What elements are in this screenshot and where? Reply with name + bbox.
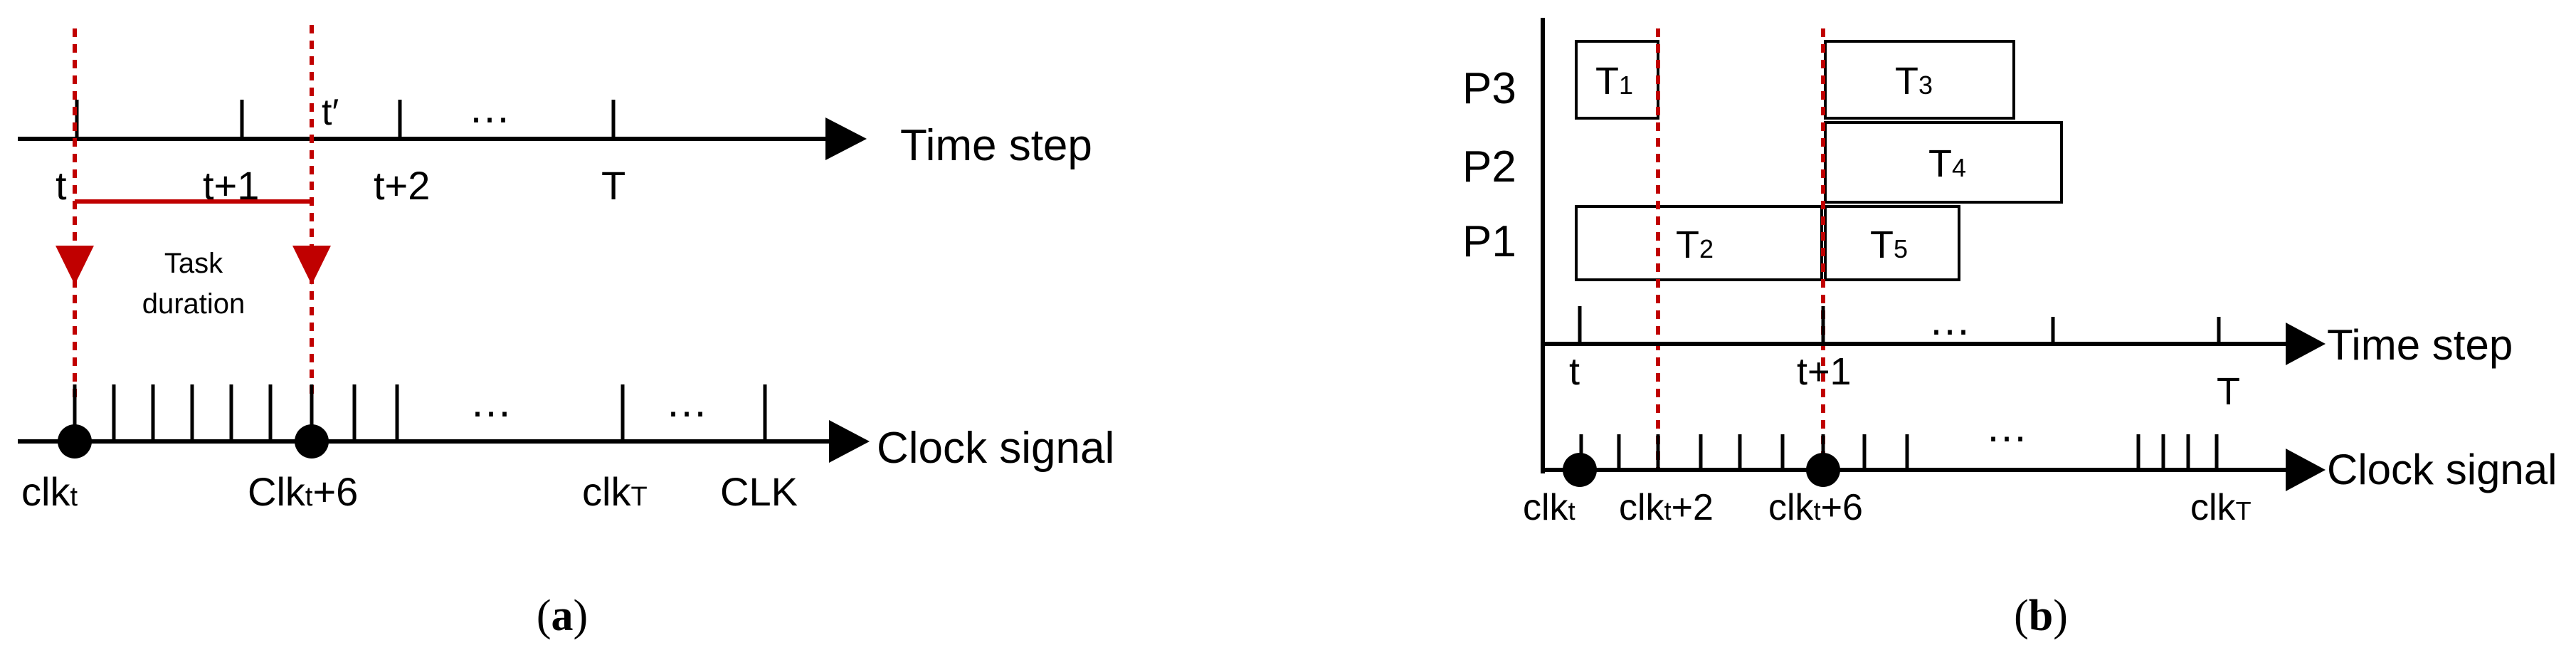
clock-ellipsis-a-1: … [470,378,512,426]
svg-text:T3: T3 [1895,60,1933,103]
clock-ellipsis-b: … [1985,403,2028,451]
task-duration-arrow-start [56,246,94,285]
task-duration-label-line2: duration [142,288,246,320]
clock-label-clk-t: clkt [21,469,78,514]
task-box-t1: T1 [1575,40,1659,120]
clock-ellipsis-a-2: … [665,378,708,426]
clock-label-CLK: CLK [720,469,798,514]
clock-label-clk-T: clkT [582,469,648,514]
time-tick-label-T-b: T [2217,370,2240,413]
clock-dot-end-a [295,424,329,459]
svg-text:T4: T4 [1928,142,1966,185]
clock-label-clk-t6-b: clkt+6 [1768,487,1863,528]
clock-ticks-b [1579,434,2219,470]
clock-axis-a-arrowhead [829,420,870,463]
clock-label-clk-T-b: clkT [2190,487,2252,528]
time-axis-a-arrowhead [825,117,867,160]
clock-dot-start-b [1563,453,1597,487]
caption-a: (a) [537,592,588,640]
time-tick-label-t1-b: t+1 [1797,350,1852,393]
task-box-t5: T5 [1824,205,1960,281]
task-duration-label-line1: Task [164,248,223,279]
clock-axis-b-arrowhead [2286,449,2326,491]
clock-label-clk-t6: Clkt+6 [248,469,358,514]
clock-dot-t6-b [1806,453,1840,487]
time-ellipsis-b: … [1928,296,1971,344]
clock-label-clk-t2-b: clkt+2 [1619,487,1714,528]
time-tick-label-t: t [56,163,67,208]
task-box-t4: T4 [1824,121,2063,204]
time-tick-label-T: T [601,163,625,208]
svg-text:T5: T5 [1870,224,1908,266]
clock-axis-b-label: Clock signal [2327,446,2557,493]
task-duration-arrow-end [292,246,331,285]
processor-label-p3: P3 [1462,64,1516,113]
caption-b: (b) [2014,592,2068,640]
task-box-t2: T2 [1575,205,1823,281]
time-ellipsis-a: … [468,84,511,132]
processor-label-p1: P1 [1462,217,1516,266]
svg-text:T1: T1 [1595,60,1633,103]
panel-a: Time step … t′ t t+1 t+2 T Task duration… [18,25,1114,640]
svg-text:T2: T2 [1676,224,1714,266]
time-axis-a-label: Time step [900,121,1092,170]
clock-label-clk-t-b: clkt [1523,487,1575,528]
time-axis-b-arrowhead [2286,323,2326,365]
clock-axis-a-label: Clock signal [877,424,1114,473]
time-tick-label-t-b: t [1569,350,1580,393]
panel-b: P3 P2 P1 T1 T3 T4 T2 T5 Time step [1462,18,2557,640]
task-box-t3: T3 [1824,40,2015,120]
clock-dot-start-a [58,424,92,459]
clock-ticks-a [73,384,767,441]
processor-label-p2: P2 [1462,142,1516,192]
time-tick-label-t2: t+2 [374,163,430,208]
t-prime-label: t′ [322,92,339,133]
time-axis-b-label: Time step [2327,321,2513,369]
